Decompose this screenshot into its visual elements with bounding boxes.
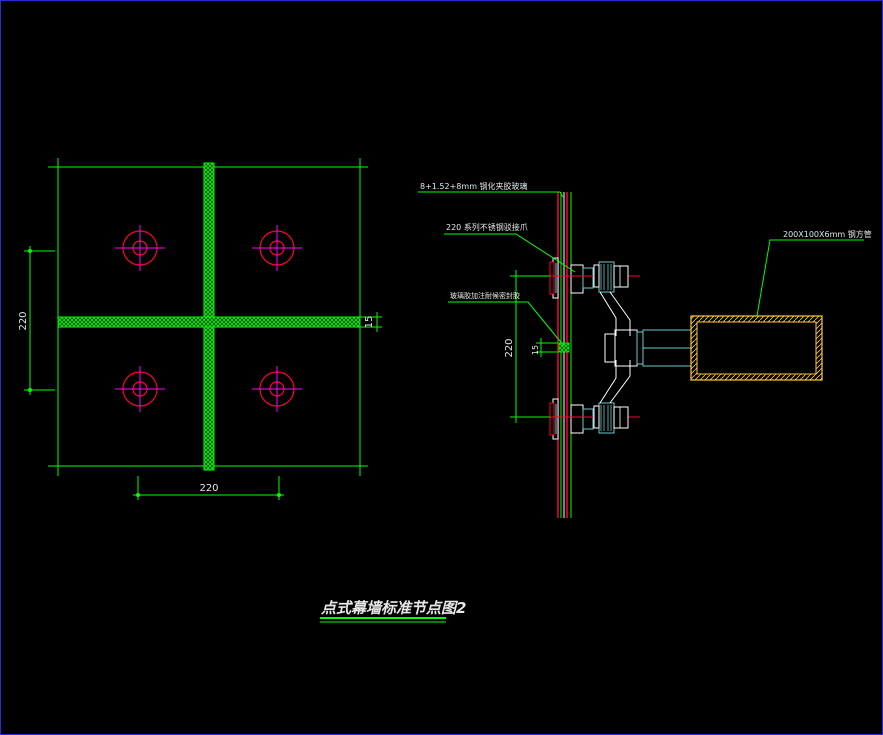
leader-sealant <box>448 301 565 347</box>
leader-glass <box>418 191 564 198</box>
leader-claw <box>444 233 576 273</box>
bolt-hole-bottom-left <box>115 366 165 412</box>
section-dim-joint-lines <box>536 338 558 357</box>
sealant-joint <box>558 342 570 353</box>
label-sealant: 玻璃胶加注耐候密封胶 <box>450 291 520 300</box>
title-block: 点式幕墙标准节点图2 <box>320 599 466 623</box>
section-dim-vertical: 220 <box>504 338 515 357</box>
plan-dim-horizontal: 220 <box>199 483 218 494</box>
steel-square-tube <box>690 315 823 381</box>
label-steel-tube: 200X100X6mm 钢方管 <box>783 229 872 239</box>
label-claw: 220 系列不锈钢驳接爪 <box>446 222 528 232</box>
lower-bolt-fitting <box>510 398 640 440</box>
section-dim-vertical-lines <box>510 270 550 423</box>
horizontal-joint <box>57 316 361 328</box>
upper-bolt-fitting <box>510 257 640 299</box>
plan-dim-horizontal-lines <box>133 476 284 500</box>
plan-dim-joint: 15 <box>364 316 375 329</box>
bolt-hole-bottom-right <box>252 366 302 412</box>
drawing-title: 点式幕墙标准节点图2 <box>320 599 466 617</box>
section-view: 220 15 8+1.52+8mm 钢化夹胶玻璃 220 系列不锈钢驳接爪 玻璃… <box>418 181 872 518</box>
plan-dim-vertical-lines <box>24 246 55 395</box>
spider-claw-arm <box>599 291 692 404</box>
plan-view: 220 220 15 <box>18 158 382 500</box>
plan-dim-vertical: 220 <box>18 311 29 330</box>
bolt-hole-top-right <box>252 225 302 271</box>
label-glass: 8+1.52+8mm 钢化夹胶玻璃 <box>420 181 528 191</box>
bolt-hole-top-left <box>115 225 165 271</box>
laminated-glass <box>557 192 572 518</box>
plan-dim-joint-lines <box>360 312 382 332</box>
section-dim-joint: 15 <box>531 345 540 355</box>
leader-steel-tube <box>756 239 864 317</box>
